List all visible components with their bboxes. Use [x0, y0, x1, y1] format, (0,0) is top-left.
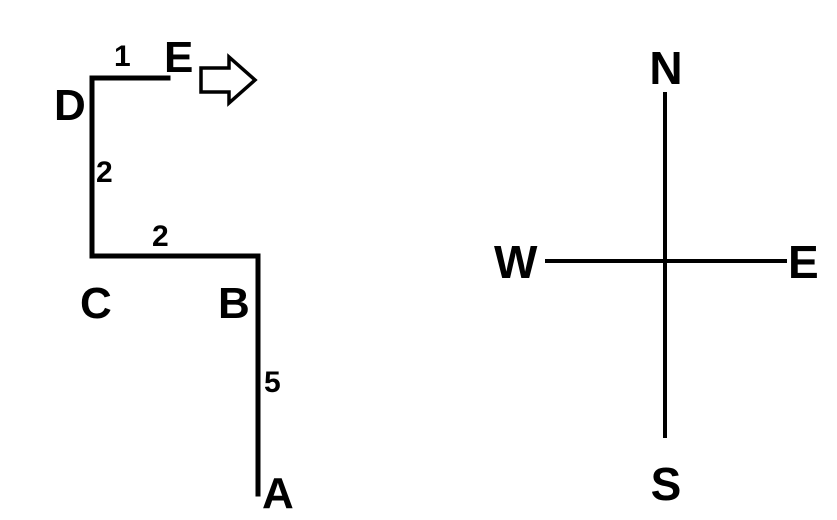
path-figure	[89, 75, 261, 497]
distance-label-bc: 2	[152, 220, 169, 253]
compass-label-east: E	[788, 236, 819, 288]
distance-label-cd: 2	[96, 156, 113, 189]
point-label-a: A	[262, 469, 294, 518]
distance-label-de: 1	[114, 40, 131, 73]
compass	[545, 92, 787, 438]
compass-label-north: N	[649, 42, 682, 94]
point-label-d: D	[54, 81, 86, 130]
right-arrow-icon	[199, 53, 258, 107]
compass-label-west: W	[494, 236, 538, 288]
point-label-c: C	[80, 279, 112, 328]
point-label-e: E	[164, 33, 193, 82]
point-label-b: B	[218, 279, 250, 328]
distance-label-ab: 5	[264, 366, 281, 399]
compass-label-south: S	[651, 458, 682, 510]
